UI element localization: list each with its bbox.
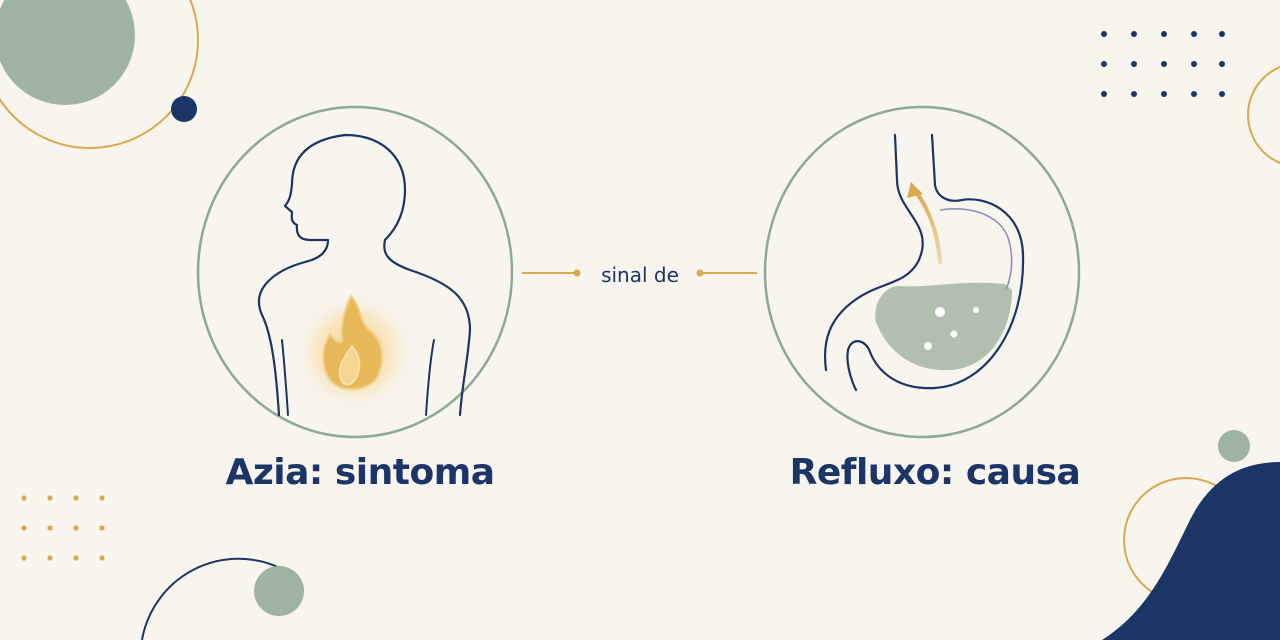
right-circle-outline xyxy=(763,105,1081,439)
deco-gold-ring-top-left xyxy=(0,0,199,149)
deco-sage-dot-bottom-right xyxy=(1218,430,1250,462)
left-panel-circle xyxy=(196,105,514,439)
deco-navy-wave-bottom-right xyxy=(1102,462,1280,640)
connector xyxy=(522,269,757,277)
left-circle-outline xyxy=(196,105,514,439)
right-panel-circle xyxy=(763,105,1081,439)
deco-navy-arc-bottom-left xyxy=(141,557,281,640)
cause-label: Refluxo: causa xyxy=(789,452,1081,493)
deco-sage-dot-bottom-left xyxy=(254,566,304,616)
symptom-label: Azia: sintoma xyxy=(225,452,495,493)
person-heartburn-icon xyxy=(257,133,472,417)
deco-dot-grid-top-right xyxy=(1101,31,1225,97)
deco-navy-dot xyxy=(171,96,197,122)
connector-dot-left xyxy=(573,269,581,277)
deco-sage-blob-top-left xyxy=(0,0,135,105)
deco-dot-grid-bottom-left xyxy=(21,495,105,561)
deco-gold-ring-right xyxy=(1247,65,1280,165)
connector-label: sinal de xyxy=(601,263,679,287)
stomach-reflux-icon xyxy=(823,133,1025,392)
